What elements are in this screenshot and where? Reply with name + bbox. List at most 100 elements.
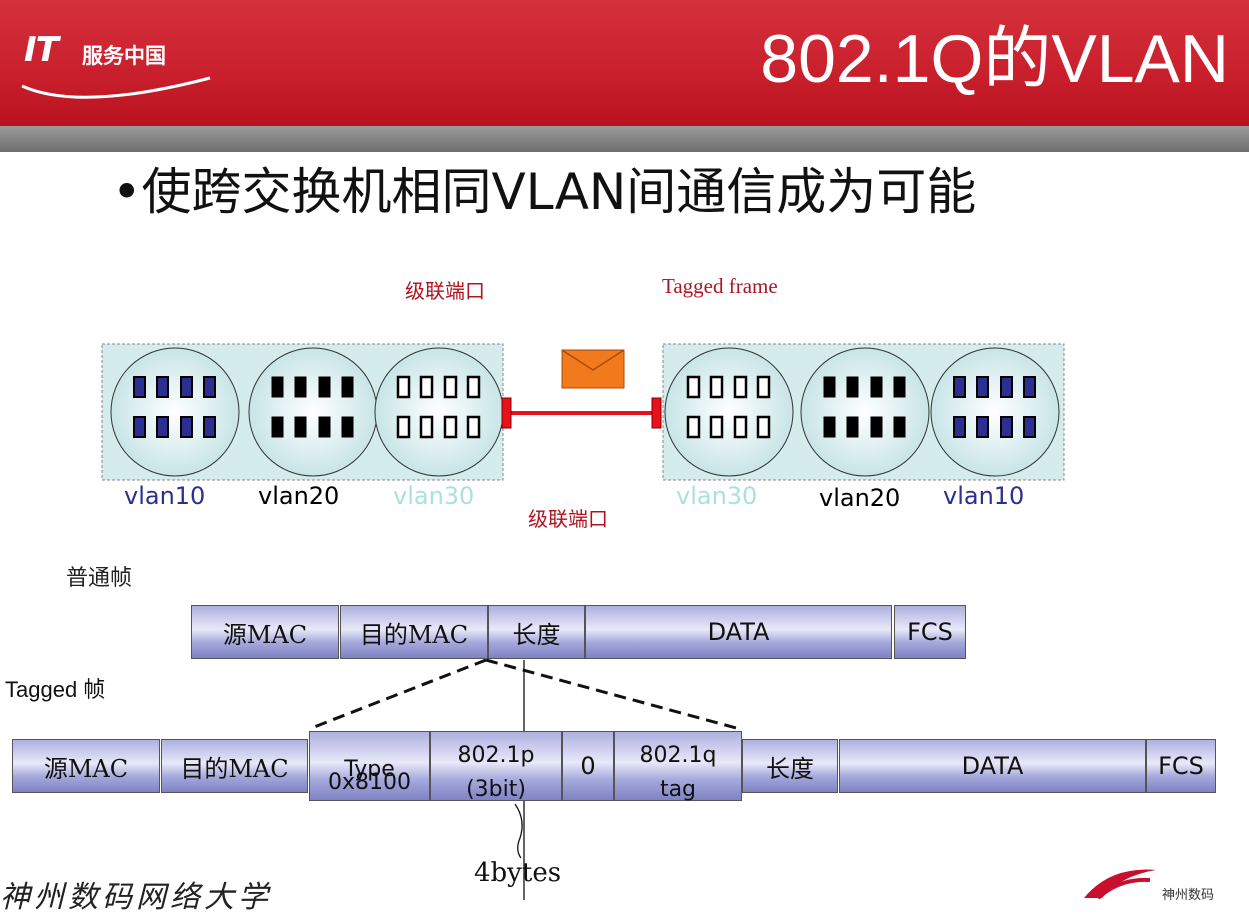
vlan10-circle-right (930, 347, 1060, 477)
switch-port-icon (396, 375, 411, 399)
tagged-data: DATA (839, 739, 1146, 793)
four-bytes-label: 4bytes (474, 858, 562, 888)
switch-port-icon (823, 416, 836, 438)
bullet-point: •使跨交换机相同VLAN间通信成为可能 (112, 163, 977, 221)
switch-port-icon (318, 416, 331, 438)
switch-port-icon (133, 376, 146, 398)
normal-dst-mac: 目的MAC (340, 605, 488, 659)
switch-port-icon (419, 415, 434, 439)
it-logo: IT 服务中国 (20, 20, 250, 115)
switch-port-icon (466, 415, 481, 439)
switch-port-icon (180, 416, 193, 438)
tagged-fcs: FCS (1146, 739, 1216, 793)
switch-port-icon (203, 416, 216, 438)
switch-port-icon (318, 376, 331, 398)
switch-port-icon (733, 415, 748, 439)
vlan-label-left-2: vlan20 (258, 482, 340, 510)
switch-port-icon (271, 416, 284, 438)
trunk-link (501, 397, 662, 429)
switch-port-icon (709, 375, 724, 399)
vlan20-circle-right (800, 347, 930, 477)
right-switch (662, 343, 1065, 481)
vlan30-circle-right (664, 347, 794, 477)
left-switch (101, 343, 504, 481)
normal-data: DATA (585, 605, 892, 659)
dcn-logo-icon (1084, 869, 1156, 900)
switch-port-icon (870, 416, 883, 438)
switch-port-icon (156, 416, 169, 438)
tagged-dst-mac: 目的MAC (161, 739, 308, 793)
switch-port-icon (341, 416, 354, 438)
switch-port-icon (733, 375, 748, 399)
header-divider (0, 126, 1249, 152)
priority-label: 802.1p (457, 743, 535, 768)
switch-port-icon (756, 375, 771, 399)
switch-port-icon (1000, 416, 1013, 438)
normal-length: 长度 (488, 605, 585, 659)
priority-bits: (3bit) (466, 777, 526, 802)
tagged-vid-field: 802.1q tag (614, 731, 742, 801)
vlan-label-left-1: vlan10 (124, 482, 206, 510)
page-title: 802.1Q的VLAN (760, 21, 1229, 97)
switch-port-icon (156, 376, 169, 398)
switch-port-icon (976, 376, 989, 398)
type-value: 0x8100 (327, 770, 411, 795)
logo-mark: IT (24, 30, 59, 70)
footer-brand: 神州数码网络大学 (0, 880, 272, 915)
switch-port-icon (686, 415, 701, 439)
normal-frame-label: 普通帧 (66, 566, 133, 591)
switch-port-icon (870, 376, 883, 398)
switch-port-icon (1000, 376, 1013, 398)
tagged-frame-cn-label: Tagged 帧 (5, 677, 106, 702)
switch-port-icon (466, 375, 481, 399)
cascade-port-label-bottom: 级联端口 (528, 507, 608, 531)
normal-fcs: FCS (894, 605, 966, 659)
tagged-frame-label: Tagged frame (662, 274, 778, 298)
switch-port-icon (893, 416, 906, 438)
switch-port-icon (953, 416, 966, 438)
switch-port-icon (271, 376, 284, 398)
switch-port-icon (419, 375, 434, 399)
switch-port-icon (953, 376, 966, 398)
expansion-lines (308, 658, 741, 900)
cascade-port-label-top: 级联端口 (405, 279, 485, 303)
switch-port-icon (443, 375, 458, 399)
tagged-src-mac: 源MAC (12, 739, 160, 793)
normal-src-mac: 源MAC (191, 605, 339, 659)
footer-logo-text: 神州数码 (1162, 888, 1215, 903)
switch-port-icon (294, 416, 307, 438)
switch-port-icon (976, 416, 989, 438)
header-bar: IT 服务中国 802.1Q的VLAN (0, 0, 1249, 126)
vlan-label-right-2: vlan20 (819, 484, 901, 512)
switch-port-icon (180, 376, 193, 398)
switch-port-icon (823, 376, 836, 398)
type-label: Type (344, 757, 395, 782)
tagged-type-field: Type 0x8100 (309, 731, 430, 801)
logo-text: 服务中国 (82, 44, 166, 68)
vlan30-circle-left (374, 347, 504, 477)
switch-port-icon (1023, 376, 1036, 398)
switch-port-icon (341, 376, 354, 398)
switch-port-icon (709, 415, 724, 439)
switch-port-icon (893, 376, 906, 398)
vlan-label-right-1: vlan30 (676, 482, 758, 510)
switch-port-icon (203, 376, 216, 398)
vid-label: 802.1q (639, 743, 717, 768)
vlan-label-left-3: vlan30 (393, 482, 475, 510)
switch-port-icon (846, 416, 859, 438)
switch-port-icon (443, 415, 458, 439)
vlan-label-right-3: vlan10 (943, 482, 1025, 510)
switch-port-icon (686, 375, 701, 399)
envelope-icon (561, 349, 625, 389)
logo-swoosh-icon (21, 76, 211, 99)
switch-port-icon (133, 416, 146, 438)
tagged-priority-field: 802.1p (3bit) (430, 731, 562, 801)
vlan20-circle-left (248, 347, 378, 477)
switch-port-icon (1023, 416, 1036, 438)
switch-port-icon (396, 415, 411, 439)
switch-port-icon (846, 376, 859, 398)
tagged-length: 长度 (742, 739, 838, 793)
switch-port-icon (756, 415, 771, 439)
vlan10-circle-left (110, 347, 240, 477)
